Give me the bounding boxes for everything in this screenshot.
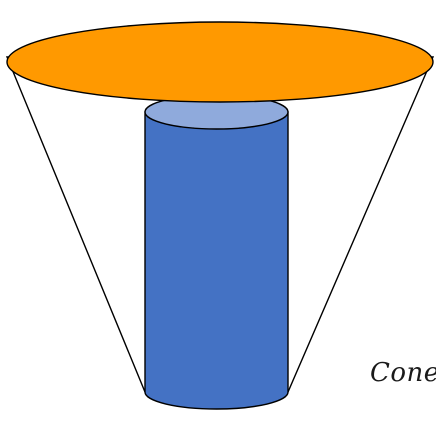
cone-caption: Cone: [370, 358, 436, 388]
cone-top-disc: [6, 21, 434, 103]
cylinder-body: [144, 111, 289, 410]
